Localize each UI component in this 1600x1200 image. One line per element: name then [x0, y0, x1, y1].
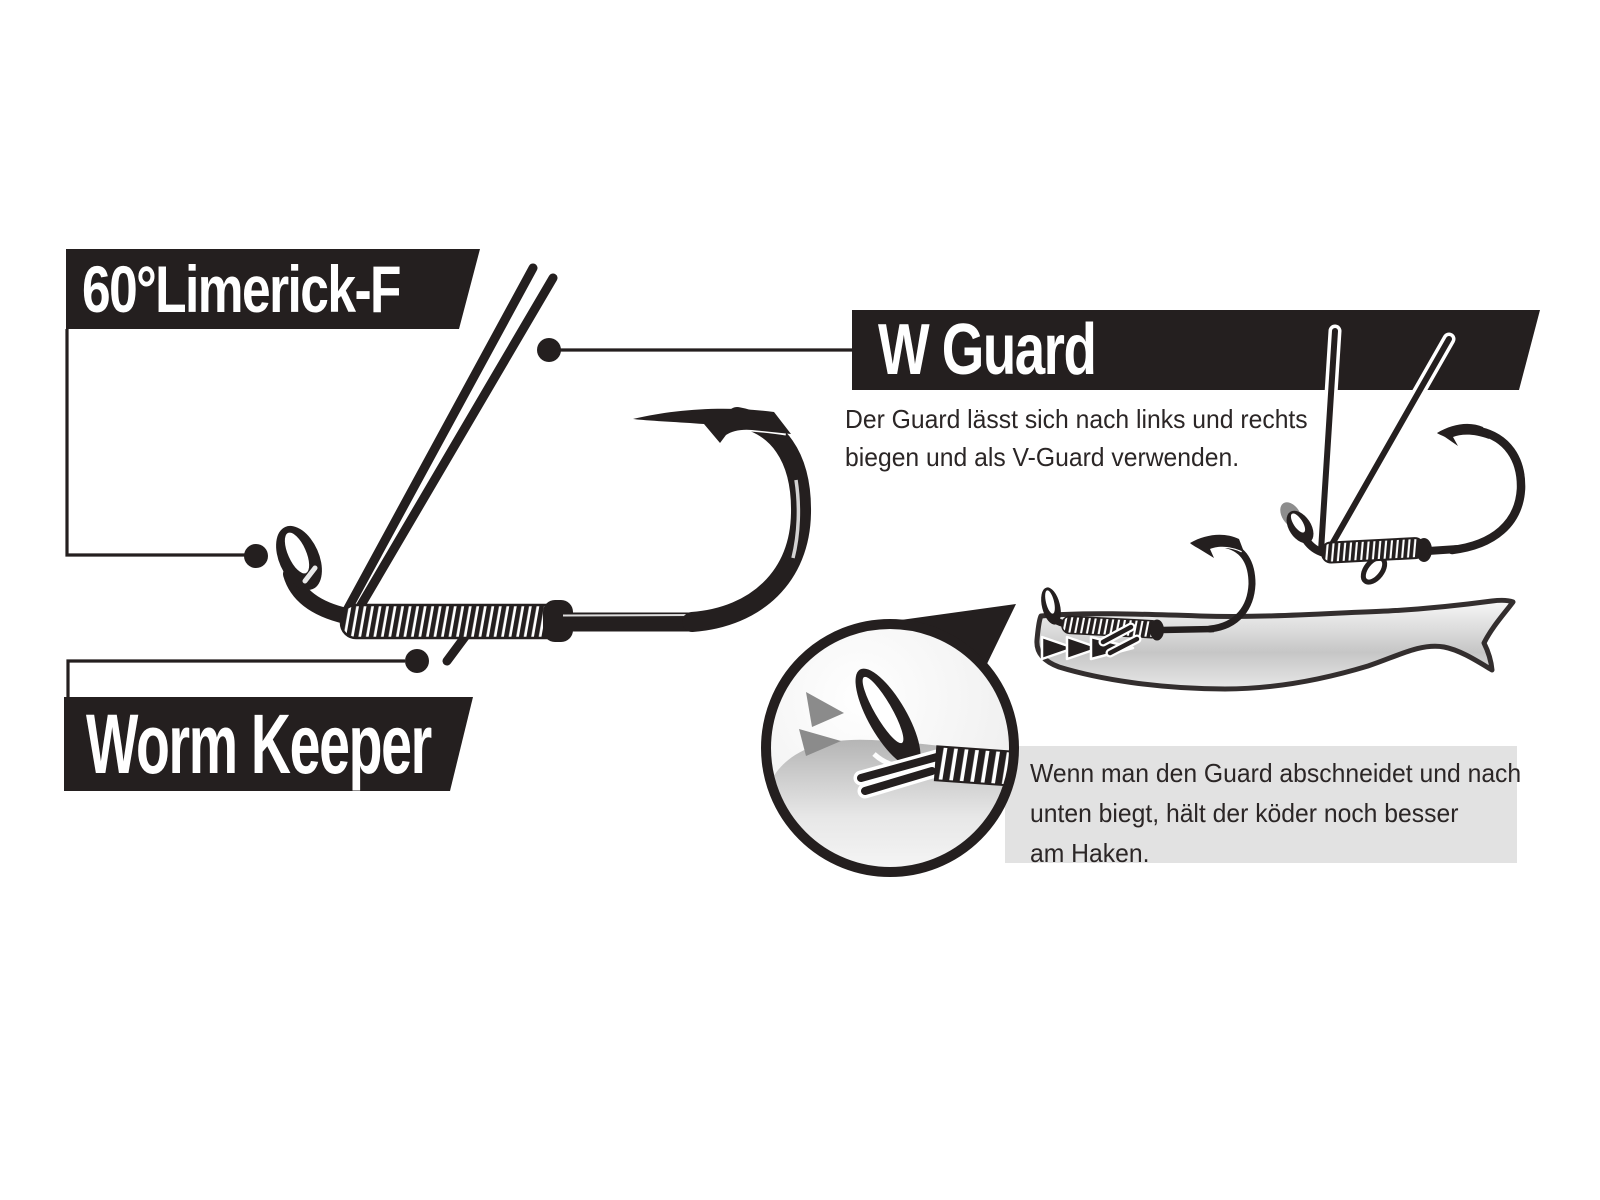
callout-dot-w-guard	[537, 338, 561, 362]
banner-w-guard: W Guard	[852, 310, 1540, 390]
hook-eye-hole	[1045, 590, 1055, 614]
cut-guard-note-line: unten biegt, hält der köder noch besser	[1030, 798, 1459, 828]
cut-guard-note: Wenn man den Guard abschneidet und nach …	[1005, 746, 1522, 868]
callout-dot-worm-keeper	[405, 649, 429, 673]
worm-keeper-prong	[442, 625, 475, 666]
cut-guard-stubs-icon	[853, 749, 945, 799]
hook-eye-icon	[276, 525, 322, 591]
hook-bend	[682, 407, 812, 632]
callout-line-limerick	[65, 329, 245, 557]
banner-limerick-label: 60°Limerick-F	[82, 252, 400, 326]
hook-point-icon	[1437, 423, 1489, 446]
hook-shank	[1053, 616, 1067, 628]
hook-wire	[1427, 545, 1459, 555]
hook-eye-hole	[284, 532, 310, 574]
bait-fish-illustration	[1034, 534, 1516, 692]
wire-highlight	[562, 614, 695, 617]
cut-guard-note-line: Wenn man den Guard abschneidet und nach	[1030, 758, 1522, 788]
magnifier-contents	[769, 668, 1011, 869]
callout-dot-eye	[244, 544, 268, 568]
callout-line-worm-keeper	[66, 659, 405, 697]
worm-keeper-coil-icon	[1061, 615, 1161, 639]
soft-bait-body	[1034, 597, 1516, 692]
w-guard-description-line: biegen und als V-Guard verwenden.	[845, 442, 1240, 472]
banner-worm-keeper: Worm Keeper	[64, 697, 473, 791]
hook-eye-hole	[862, 676, 904, 744]
hook-eye-icon	[1286, 510, 1314, 544]
w-guard-description-line: Der Guard lässt sich nach links und rech…	[845, 404, 1308, 434]
hook-eye-hole	[1290, 513, 1306, 533]
coil-collar	[1150, 619, 1164, 641]
hook-point-icon	[633, 408, 791, 443]
hook-shank	[283, 566, 354, 624]
keeper-loop-outline	[1358, 552, 1390, 588]
hook-eye-icon	[855, 668, 921, 768]
bait-surface	[769, 739, 1011, 869]
keeper-loop	[1360, 555, 1388, 585]
hook-wire	[1161, 625, 1215, 634]
worm-keeper-coil-icon	[339, 600, 573, 642]
bait-spike-arrows-icon	[1040, 635, 1135, 661]
bend-highlight	[791, 479, 801, 559]
worm-keeper-prong-outline	[438, 621, 479, 670]
magnifier-detail-illustration	[761, 604, 1019, 877]
banner-w-guard-label: W Guard	[878, 310, 1096, 390]
cut-guard-stubs-icon	[1098, 622, 1142, 658]
eye-highlight	[872, 752, 901, 769]
magnifier-circle-fill	[766, 624, 1014, 872]
banner-limerick: 60°Limerick-F	[66, 249, 480, 329]
eye-highlight	[302, 565, 318, 584]
point-separator	[647, 421, 787, 436]
magnifier-pointer-icon	[872, 604, 1016, 670]
magnifier-ring-icon	[761, 619, 1019, 877]
hook-point-icon	[1190, 534, 1244, 558]
snip-mark-icon	[806, 692, 844, 727]
hook-bend	[1447, 426, 1526, 555]
hook-shank	[1302, 537, 1326, 557]
coil-collar	[1416, 538, 1432, 562]
w-guard-description: Der Guard lässt sich nach links und rech…	[845, 400, 1332, 476]
callout-lines	[65, 329, 853, 697]
banner-worm-keeper-label: Worm Keeper	[86, 696, 431, 791]
point-separator	[1451, 434, 1487, 443]
hook-eye-icon	[1041, 587, 1061, 625]
snip-mark-icon	[799, 729, 841, 756]
worm-keeper-coil-icon	[1320, 537, 1425, 564]
hook-bend	[1206, 541, 1256, 633]
cut-guard-note-line: am Haken.	[1030, 838, 1150, 868]
point-separator	[1209, 544, 1243, 553]
eye-shadow	[1280, 502, 1302, 528]
coil-collar	[543, 600, 573, 642]
